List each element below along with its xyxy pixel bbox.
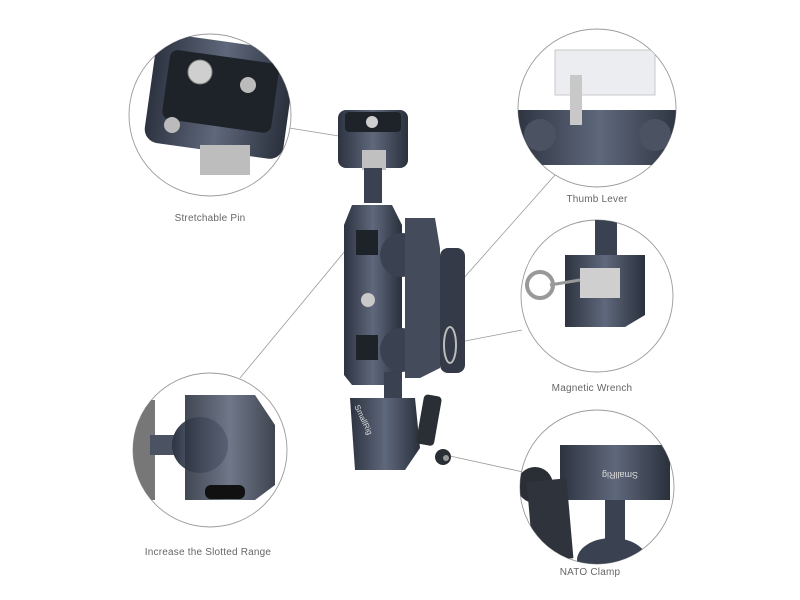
thumb-lever-detail: [518, 49, 676, 165]
callout-label-thumb-lever: Thumb Lever: [566, 194, 628, 205]
svg-text:SmallRig: SmallRig: [602, 470, 638, 480]
magic-arm-product: SmallRig: [338, 110, 465, 470]
leader-lines: [239, 126, 556, 473]
callout-label-slotted-range: Increase the Slotted Range: [144, 547, 272, 558]
callout-label-stretchable-pin: Stretchable Pin: [174, 213, 246, 224]
callout-label-magnetic-wrench: Magnetic Wrench: [551, 383, 633, 394]
magnetic-wrench-detail: [525, 220, 645, 327]
stretchable-pin-detail: [144, 34, 291, 175]
slotted-range-detail: [133, 395, 275, 500]
callout-label-nato-clamp: NATO Clamp: [559, 567, 621, 578]
